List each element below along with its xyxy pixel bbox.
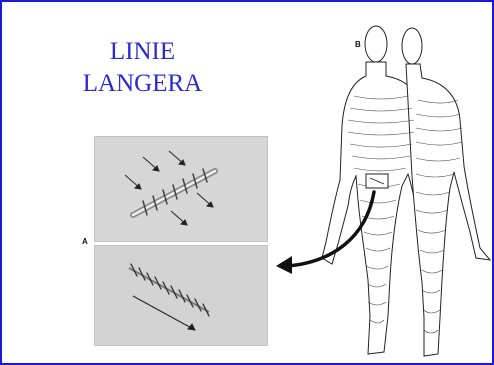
title-line-1: LINIE bbox=[60, 36, 225, 68]
suture-photo-top bbox=[94, 136, 268, 242]
suture-photo-diagonal-icon bbox=[95, 137, 267, 241]
suture-photo-bottom bbox=[94, 245, 268, 346]
figure-label-a: A bbox=[82, 237, 88, 246]
suture-photo-closed-icon bbox=[95, 246, 267, 345]
slide-title: LINIE LANGERA bbox=[60, 36, 225, 100]
title-line-2: LANGERA bbox=[60, 68, 225, 100]
figure-label-b: B bbox=[355, 40, 361, 49]
langer-lines-body-diagram-icon bbox=[262, 16, 494, 362]
